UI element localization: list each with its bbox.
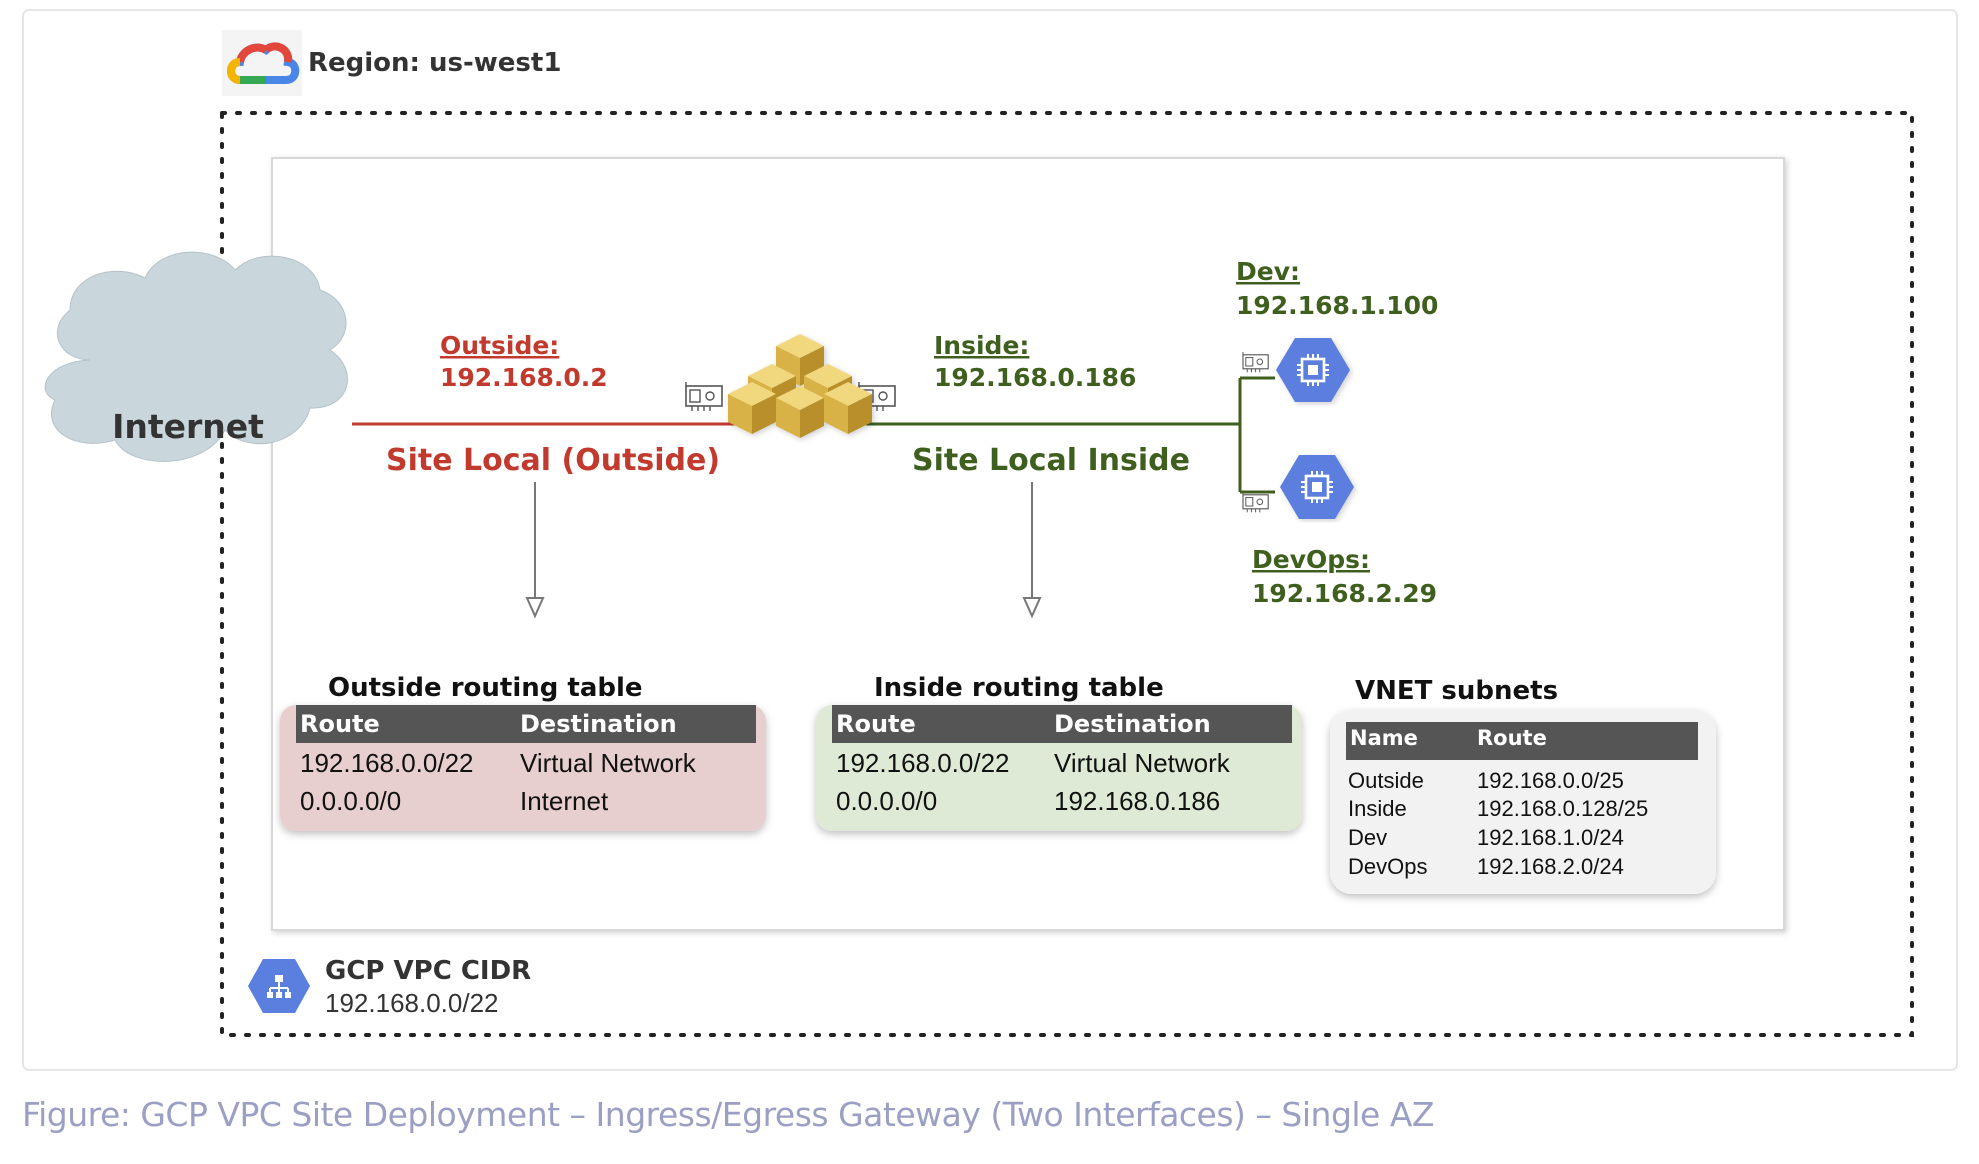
- vpc-title: GCP VPC CIDR: [325, 956, 531, 986]
- inside-link-label: Site Local Inside: [912, 443, 1190, 478]
- devops-ip: 192.168.2.29: [1252, 579, 1437, 608]
- table-cell: 192.168.0.0/25: [1477, 768, 1624, 793]
- google-cloud-icon: [222, 30, 302, 96]
- table-cell: 0.0.0.0/0: [300, 786, 401, 816]
- outside-table-title: Outside routing table: [328, 673, 643, 703]
- table-cell: 192.168.0.186: [1054, 786, 1220, 816]
- table-cell: 192.168.2.0/24: [1477, 854, 1624, 879]
- vnet-header-name: Name: [1350, 726, 1418, 750]
- network-interface-card-icon: [685, 381, 723, 412]
- figure-caption: Figure: GCP VPC Site Deployment – Ingres…: [22, 1095, 1435, 1134]
- outside-table-header-destination: Destination: [520, 710, 677, 738]
- vpc-cidr: 192.168.0.0/22: [325, 988, 499, 1018]
- inside-table-title: Inside routing table: [874, 673, 1164, 703]
- table-cell: Virtual Network: [520, 748, 697, 778]
- table-cell: 192.168.0.128/25: [1477, 796, 1648, 821]
- outside-ip: 192.168.0.2: [440, 363, 608, 392]
- inside-table-header-route: Route: [836, 710, 916, 738]
- vnet-title: VNET subnets: [1355, 676, 1558, 706]
- vpc-network-icon: [248, 959, 310, 1013]
- inside-ip: 192.168.0.186: [934, 363, 1136, 392]
- outside-table-header-route: Route: [300, 710, 380, 738]
- table-cell: DevOps: [1348, 854, 1427, 879]
- vnet-header-route: Route: [1477, 726, 1547, 750]
- internet-label: Internet: [112, 407, 264, 446]
- outside-title: Outside:: [440, 331, 559, 360]
- table-cell: Outside: [1348, 768, 1424, 793]
- outside-arrow: [525, 482, 545, 619]
- network-interface-card-icon: [1242, 351, 1269, 373]
- table-cell: 192.168.1.0/24: [1477, 825, 1624, 850]
- table-cell: Dev: [1348, 825, 1387, 850]
- region-boundary: [220, 111, 1914, 1037]
- vnet-subnets-table: Name Route Outside 192.168.0.0/25 Inside…: [1330, 710, 1716, 894]
- inside-routing-table: Route Destination 192.168.0.0/22 Virtual…: [816, 705, 1302, 831]
- internet-cloud: [44, 251, 348, 462]
- table-cell: 192.168.0.0/22: [300, 748, 474, 778]
- outside-link-label: Site Local (Outside): [386, 443, 720, 478]
- outside-routing-table: Route Destination 192.168.0.0/22 Virtual…: [280, 705, 766, 831]
- devops-title: DevOps:: [1252, 545, 1370, 574]
- table-cell: Virtual Network: [1054, 748, 1231, 778]
- inside-table-header-destination: Destination: [1054, 710, 1211, 738]
- table-cell: Inside: [1348, 796, 1407, 821]
- table-cell: 0.0.0.0/0: [836, 786, 937, 816]
- inside-title: Inside:: [934, 331, 1029, 360]
- table-cell: 192.168.0.0/22: [836, 748, 1010, 778]
- table-cell: Internet: [520, 786, 609, 816]
- dev-ip: 192.168.1.100: [1236, 291, 1438, 320]
- region-label: Region: us-west1: [308, 48, 561, 78]
- inside-arrow: [1022, 482, 1042, 619]
- dev-title: Dev:: [1236, 257, 1300, 286]
- network-interface-card-icon: [1242, 491, 1269, 513]
